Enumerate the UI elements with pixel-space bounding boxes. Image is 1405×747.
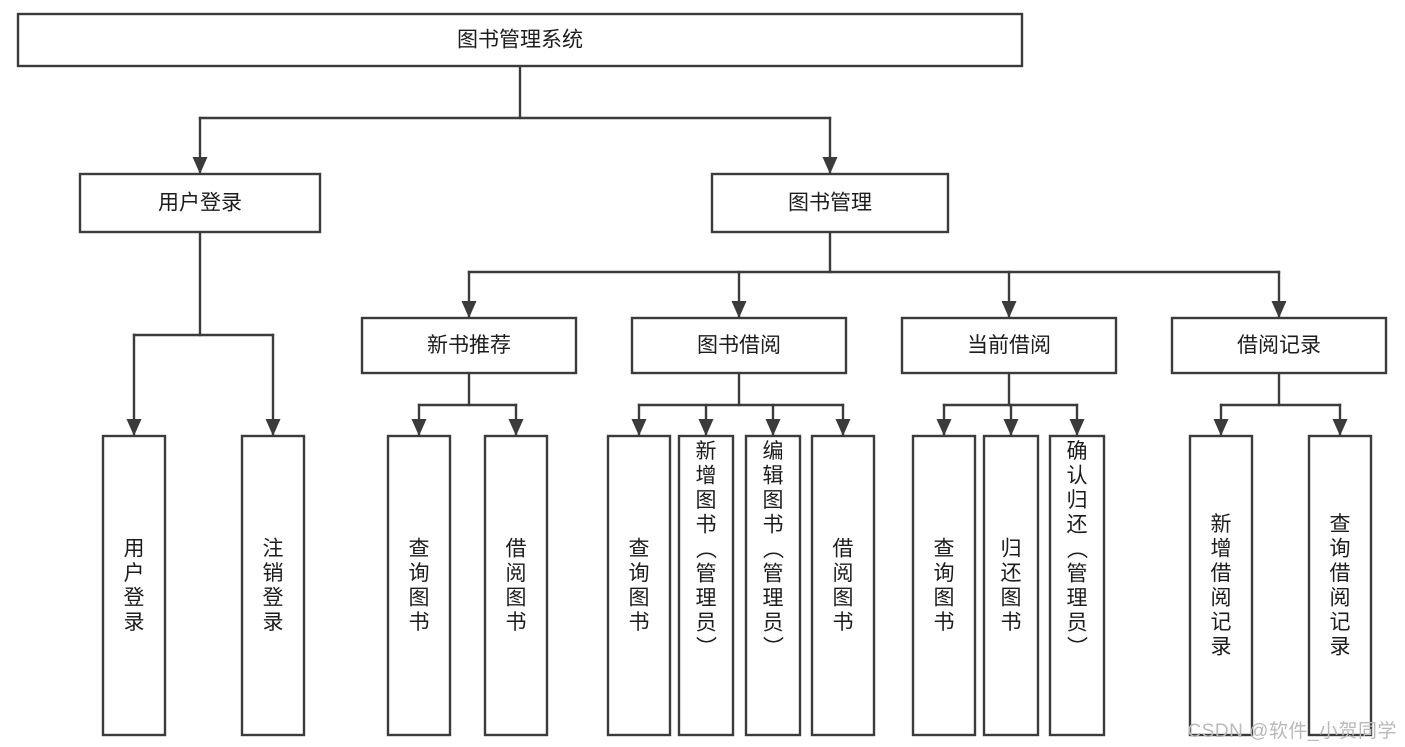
connector-book-manage-to-level3: [461, 230, 1287, 319]
arrow-head-icon: [631, 419, 647, 436]
node-leaf-edit-book-box[interactable]: [744, 434, 802, 737]
node-leaf-return-book[interactable]: 归还图书: [982, 434, 1040, 737]
node-leaf-borrow-book-2-label: 借阅图书: [833, 538, 854, 635]
node-leaf-query-book-2[interactable]: 查询图书: [606, 434, 672, 737]
arrow-head-icon: [1213, 419, 1229, 436]
node-root-system-box[interactable]: [16, 12, 1024, 68]
node-leaf-return-book-label: 归还图书: [1001, 538, 1022, 635]
node-leaf-borrow-book-2[interactable]: 借阅图书: [810, 434, 876, 737]
node-leaf-query-record-label: 查询借阅记录: [1330, 513, 1351, 659]
node-leaf-user-login-label: 用户登录: [124, 538, 145, 635]
arrow-head-icon: [461, 301, 477, 318]
node-book-borrow-box[interactable]: [630, 316, 848, 375]
arrow-head-icon: [822, 157, 838, 174]
node-leaf-logout[interactable]: 注销登录: [240, 434, 306, 737]
node-leaf-query-book-1-box[interactable]: [386, 434, 452, 737]
node-leaf-user-login[interactable]: 用户登录: [101, 434, 167, 737]
node-borrow-record-box[interactable]: [1170, 316, 1388, 375]
node-leaf-confirm-return[interactable]: 确认归还︵管理员︶: [1048, 434, 1106, 737]
node-leaf-edit-book[interactable]: 编辑图书︵管理员︶: [744, 434, 802, 737]
connector-links-layer: [126, 64, 1348, 437]
node-book-borrow[interactable]: 图书借阅: [630, 316, 848, 375]
node-boxes-layer: 图书管理系统用户登录图书管理新书推荐图书借阅当前借阅借阅记录用户登录注销登录查询…: [16, 12, 1388, 737]
node-leaf-query-book-2-box[interactable]: [606, 434, 672, 737]
connector-new-book-rec-to-leaves: [411, 371, 524, 437]
node-leaf-add-book-label: 新增图书︵管理员︶: [696, 440, 718, 659]
node-leaf-logout-label: 注销登录: [263, 538, 284, 635]
arrow-head-icon: [1001, 301, 1017, 318]
node-root-system-label: 图书管理系统: [457, 29, 583, 52]
arrow-head-icon: [411, 419, 427, 436]
node-leaf-query-book-3-label: 查询图书: [934, 538, 955, 635]
node-leaf-user-login-box[interactable]: [101, 434, 167, 737]
node-leaf-return-book-box[interactable]: [982, 434, 1040, 737]
arrow-head-icon: [1003, 419, 1019, 436]
arrow-head-icon: [765, 419, 781, 436]
arrow-head-icon: [265, 419, 281, 436]
node-leaf-add-record[interactable]: 新增借阅记录: [1188, 434, 1254, 737]
node-leaf-confirm-return-label: 确认归还︵管理员︶: [1067, 440, 1089, 659]
node-leaf-add-book[interactable]: 新增图书︵管理员︶: [677, 434, 735, 737]
node-current-borrow-box[interactable]: [900, 316, 1118, 375]
connector-current-borrow-to-leaves: [936, 371, 1085, 437]
node-leaf-add-record-box[interactable]: [1188, 434, 1254, 737]
node-leaf-query-record-box[interactable]: [1307, 434, 1373, 737]
node-borrow-record[interactable]: 借阅记录: [1170, 316, 1388, 375]
node-leaf-query-book-2-label: 查询图书: [629, 538, 650, 635]
node-leaf-logout-box[interactable]: [240, 434, 306, 737]
node-leaf-add-book-box[interactable]: [677, 434, 735, 737]
arrow-head-icon: [1332, 419, 1348, 436]
node-leaf-borrow-book-1-label: 借阅图书: [506, 538, 527, 635]
node-book-manage[interactable]: 图书管理: [710, 172, 950, 234]
node-leaf-borrow-book-1-box[interactable]: [483, 434, 549, 737]
node-leaf-query-book-3-box[interactable]: [911, 434, 977, 737]
node-current-borrow[interactable]: 当前借阅: [900, 316, 1118, 375]
arrow-head-icon: [936, 419, 952, 436]
arrow-head-icon: [508, 419, 524, 436]
node-new-book-rec[interactable]: 新书推荐: [360, 316, 578, 375]
arrow-head-icon: [731, 301, 747, 318]
arrow-head-icon: [835, 419, 851, 436]
node-user-login-box[interactable]: [78, 172, 322, 234]
node-current-borrow-label: 当前借阅: [967, 334, 1051, 357]
node-new-book-rec-label: 新书推荐: [427, 334, 511, 357]
connector-book-borrow-to-leaves: [631, 371, 851, 437]
connector-borrow-record-to-leaves: [1213, 371, 1348, 437]
node-leaf-borrow-book-2-box[interactable]: [810, 434, 876, 737]
node-leaf-borrow-book-1[interactable]: 借阅图书: [483, 434, 549, 737]
node-user-login[interactable]: 用户登录: [78, 172, 322, 234]
node-leaf-add-record-label: 新增借阅记录: [1211, 513, 1232, 659]
node-root-system[interactable]: 图书管理系统: [16, 12, 1024, 68]
node-leaf-query-book-1[interactable]: 查询图书: [386, 434, 452, 737]
node-leaf-confirm-return-box[interactable]: [1048, 434, 1106, 737]
node-new-book-rec-box[interactable]: [360, 316, 578, 375]
arrow-head-icon: [1069, 419, 1085, 436]
node-borrow-record-label: 借阅记录: [1237, 334, 1321, 357]
arrow-head-icon: [698, 419, 714, 436]
arrow-head-icon: [192, 157, 208, 174]
node-book-manage-label: 图书管理: [788, 192, 872, 215]
node-leaf-query-book-3[interactable]: 查询图书: [911, 434, 977, 737]
arrow-head-icon: [1271, 301, 1287, 318]
connector-user-login-to-leaves: [126, 230, 281, 437]
node-leaf-query-book-1-label: 查询图书: [409, 538, 430, 635]
node-book-borrow-label: 图书借阅: [697, 334, 781, 357]
arrow-head-icon: [126, 419, 142, 436]
node-leaf-edit-book-label: 编辑图书︵管理员︶: [763, 440, 785, 659]
node-book-manage-box[interactable]: [710, 172, 950, 234]
node-user-login-label: 用户登录: [158, 192, 242, 215]
connector-root-to-level2: [192, 64, 838, 175]
node-leaf-query-record[interactable]: 查询借阅记录: [1307, 434, 1373, 737]
